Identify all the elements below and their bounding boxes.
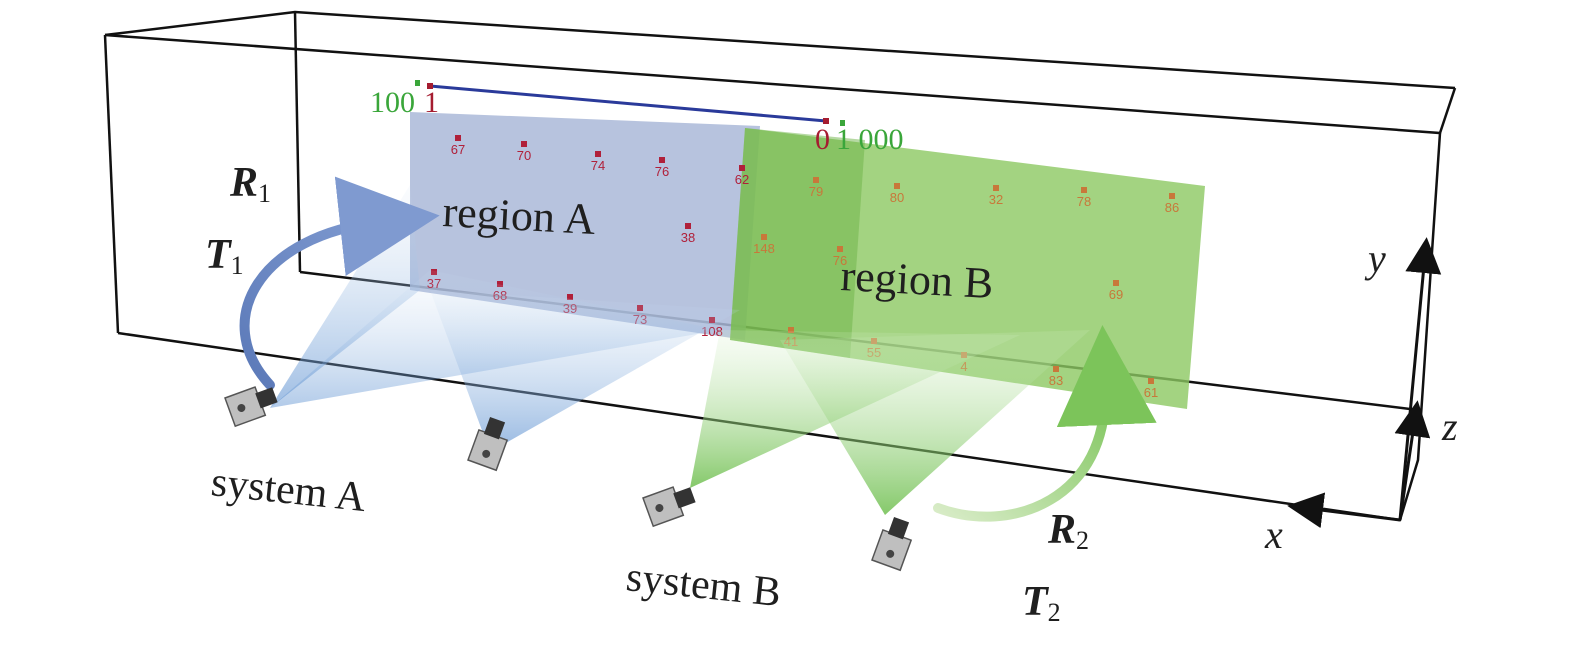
region-b-marker-label: 78 [1077, 194, 1091, 209]
region-a-marker [595, 151, 601, 157]
camera-icon [224, 386, 278, 428]
region-a-marker-label: 67 [451, 142, 465, 157]
transform-2-labels: R2 T2 [1022, 507, 1089, 627]
region-b-marker-label: 86 [1165, 200, 1179, 215]
region-a-marker [497, 281, 503, 287]
region-b-marker [1053, 366, 1059, 372]
region-b-marker-label: 69 [1109, 287, 1123, 302]
transform-arrow-b [933, 325, 1157, 522]
region-b-marker [993, 185, 999, 191]
region-b-marker [894, 183, 900, 189]
scale-left-green: 100 [370, 86, 415, 119]
scale-left-red: 1 [424, 86, 439, 119]
scale-bar: 100 1 0 1 000 [370, 80, 904, 156]
region-b-marker [761, 234, 767, 240]
t2-label: T2 [1022, 579, 1061, 627]
y-axis-label: y [1364, 236, 1386, 281]
region-b-label: region B [839, 251, 994, 308]
region-a-marker [739, 165, 745, 171]
camera-icon [642, 486, 696, 528]
system-b-cones [690, 330, 1090, 515]
region-a-marker-label: 62 [735, 172, 749, 187]
region-b-marker-label: 83 [1049, 373, 1063, 388]
region-a-marker [659, 157, 665, 163]
region-b-marker [1081, 187, 1087, 193]
region-a-marker [455, 135, 461, 141]
region-b-marker-label: 80 [890, 190, 904, 205]
region-a-marker-label: 74 [591, 158, 605, 173]
region-b-marker-label: 76 [833, 253, 847, 268]
z-axis-label: z [1441, 404, 1458, 449]
region-b-marker-label: 32 [989, 192, 1003, 207]
t1-label: T1 [205, 232, 244, 280]
camera-icon [467, 416, 509, 472]
region-b-marker-label: 79 [809, 184, 823, 199]
region-a-marker-label: 70 [517, 148, 531, 163]
transform-1-labels: R1 T1 [205, 160, 271, 280]
system-b-label: system B [624, 554, 783, 616]
x-axis-label: x [1264, 512, 1283, 557]
system-a-label: system A [209, 459, 369, 521]
region-b-marker [1113, 280, 1119, 286]
scale-right-green: 1 000 [836, 123, 904, 156]
region-a-label: region A [441, 187, 596, 244]
r2-label: R2 [1047, 507, 1089, 555]
region-b-marker [813, 177, 819, 183]
region-a-marker [521, 141, 527, 147]
region-b-marker-label: 148 [753, 241, 775, 256]
region-b-marker [1169, 193, 1175, 199]
camera-icon [871, 516, 913, 572]
region-a-marker-label: 38 [681, 230, 695, 245]
r1-label: R1 [229, 160, 271, 208]
region-b-marker [788, 327, 794, 333]
coordinate-axes [1287, 237, 1442, 529]
region-b-marker [837, 246, 843, 252]
scale-right-red: 0 [815, 123, 830, 156]
region-a-marker-label: 76 [655, 164, 669, 179]
transform-arrow-a [239, 176, 440, 390]
region-overlap [730, 128, 865, 358]
region-a-marker [685, 223, 691, 229]
region-a-marker [567, 294, 573, 300]
region-b-marker-label: 61 [1144, 385, 1158, 400]
region-b-marker [1148, 378, 1154, 384]
